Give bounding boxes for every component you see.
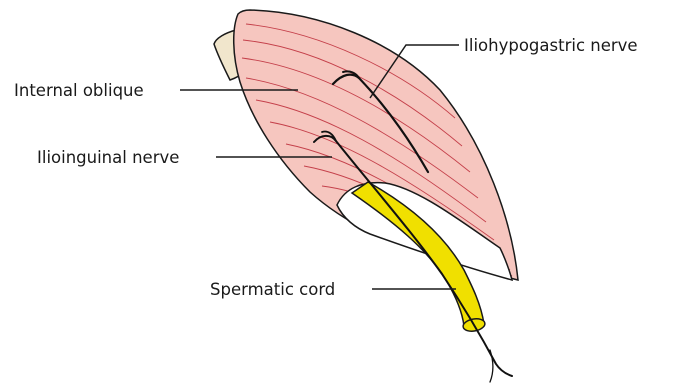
label-iliohypogastric-nerve: Iliohypogastric nerve	[464, 36, 638, 55]
label-spermatic-cord: Spermatic cord	[210, 280, 335, 299]
label-ilioinguinal-nerve: Ilioinguinal nerve	[37, 148, 179, 167]
label-internal-oblique: Internal oblique	[14, 81, 144, 100]
